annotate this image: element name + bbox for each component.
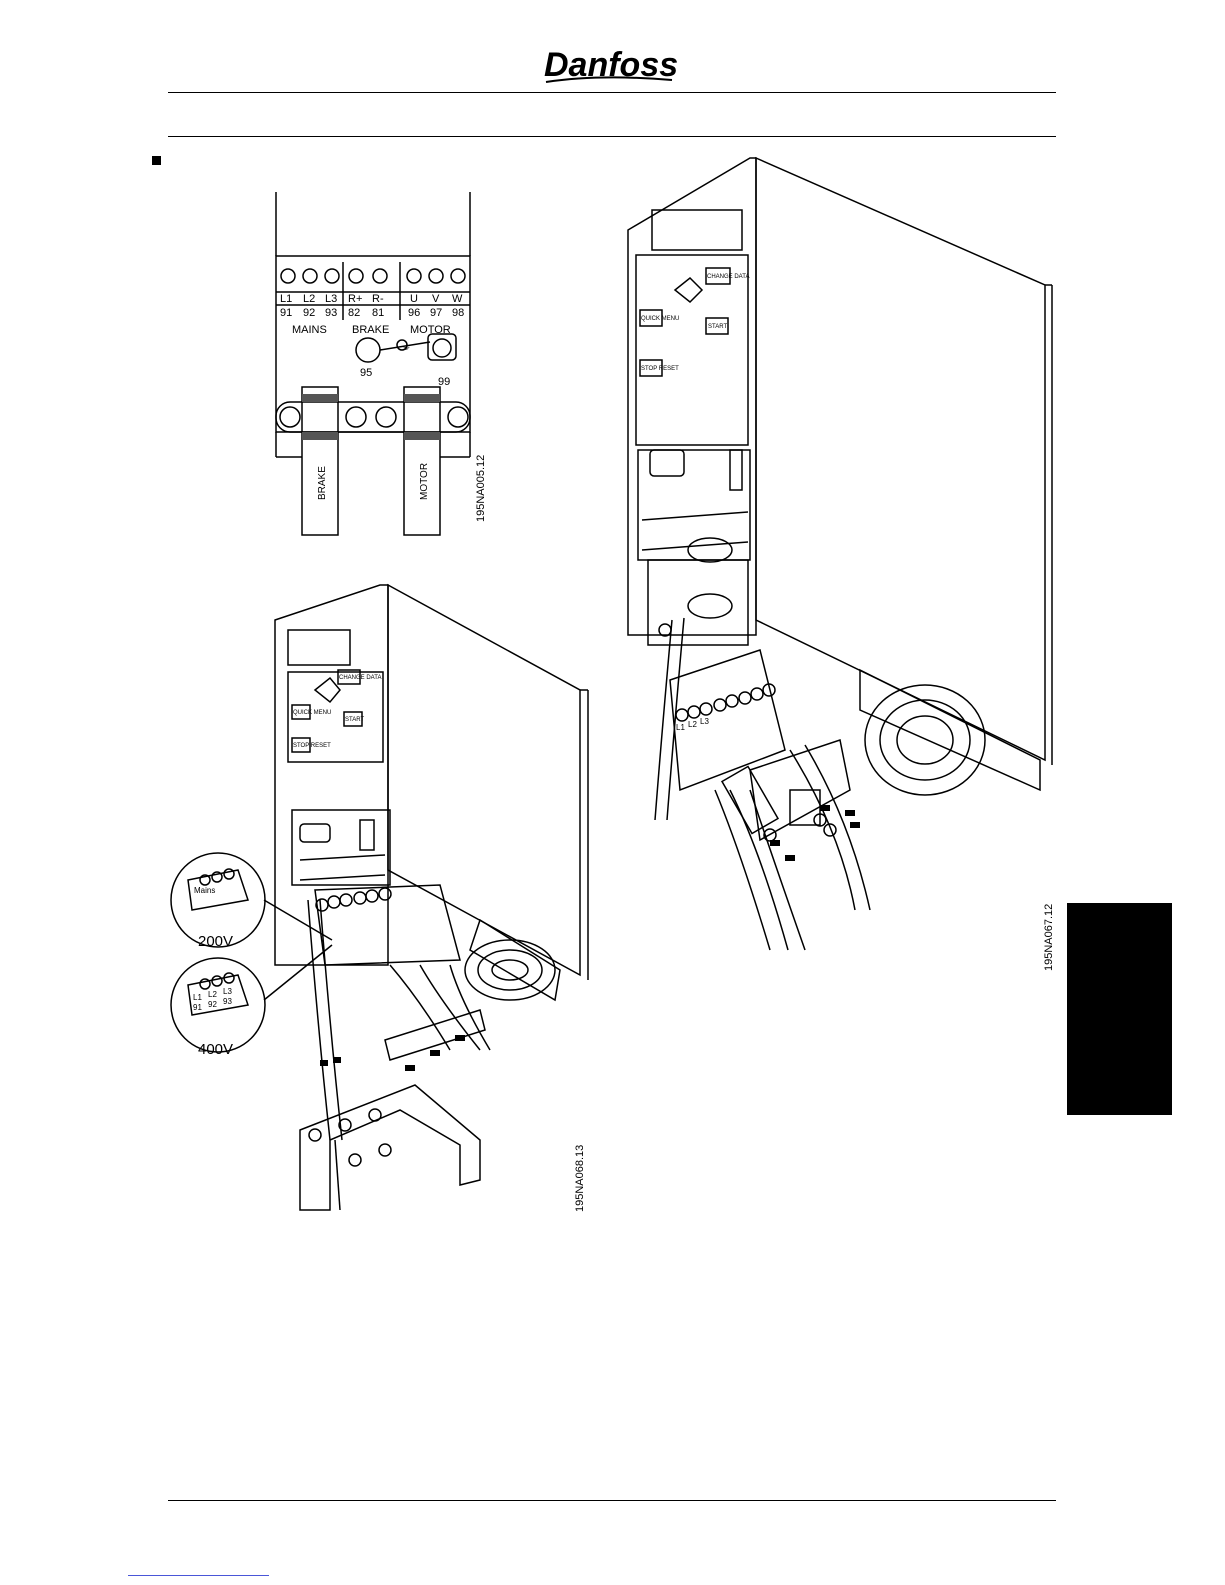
large-unit-illustration: QUICK MENU CHANGE DATA START STOP RESET … bbox=[620, 150, 1060, 970]
terminal-number-93: 93 bbox=[325, 307, 337, 319]
start-button: START bbox=[708, 324, 727, 330]
small-unit-illustration: QUICK MENU CHANGE DATA START STOP RESET … bbox=[160, 580, 600, 1220]
change-data-button: CHANGE DATA bbox=[339, 675, 381, 681]
figure-code-large-unit: 195NA067.12 bbox=[1043, 904, 1055, 971]
danfoss-logo: Danfoss bbox=[540, 38, 680, 88]
square-bullet-icon bbox=[152, 156, 161, 165]
stop-reset-button: STOP RESET bbox=[293, 743, 331, 749]
terminal-L1: L1 bbox=[280, 293, 292, 305]
terminal-number-91: 91 bbox=[280, 307, 292, 319]
terminal-L3: L3 bbox=[325, 293, 337, 305]
figure-code-terminal: 195NA005.12 bbox=[475, 455, 487, 522]
terminal-R-minus: R- bbox=[372, 293, 384, 305]
ground-number-95: 95 bbox=[360, 367, 372, 379]
inset-200v-mains-label: Mains bbox=[194, 886, 215, 895]
figure-code-small-unit: 195NA068.13 bbox=[574, 1145, 586, 1212]
section-tab bbox=[1067, 903, 1172, 1115]
terminal-diagram: L1 L2 L3 R+ R- U V W 91 92 93 82 81 96 9… bbox=[270, 192, 490, 542]
footer-rule bbox=[168, 1500, 1056, 1501]
large-terminal-L3: L3 bbox=[700, 717, 709, 726]
header-rule-top bbox=[168, 92, 1056, 93]
start-button: START bbox=[345, 717, 364, 723]
inset-400v-number-92: 92 bbox=[208, 1000, 217, 1009]
terminal-number-97: 97 bbox=[430, 307, 442, 319]
quick-menu-button: QUICK MENU bbox=[293, 710, 331, 716]
terminal-W: W bbox=[452, 293, 463, 305]
terminal-number-81: 81 bbox=[372, 307, 384, 319]
terminal-V: V bbox=[432, 293, 440, 305]
ground-symbol-icon: ⏚ bbox=[402, 342, 411, 352]
terminal-number-98: 98 bbox=[452, 307, 464, 319]
terminal-R-plus: R+ bbox=[348, 293, 362, 305]
terminal-number-82: 82 bbox=[348, 307, 360, 319]
group-label-mains: MAINS bbox=[292, 324, 327, 336]
cable-label-motor: MOTOR bbox=[419, 463, 430, 500]
terminal-number-92: 92 bbox=[303, 307, 315, 319]
inset-200v-label: 200V bbox=[198, 933, 233, 950]
inset-400v-terminal-L2: L2 bbox=[208, 990, 217, 999]
footer-link-underline bbox=[128, 1575, 269, 1576]
inset-400v-number-91: 91 bbox=[193, 1003, 202, 1012]
terminal-L2: L2 bbox=[303, 293, 315, 305]
terminal-U: U bbox=[410, 293, 418, 305]
large-terminal-L1: L1 bbox=[676, 723, 685, 732]
header-rule-bottom bbox=[168, 136, 1056, 137]
large-terminal-L2: L2 bbox=[688, 720, 697, 729]
group-label-motor: MOTOR bbox=[410, 324, 451, 336]
cable-label-brake: BRAKE bbox=[317, 466, 328, 500]
group-label-brake: BRAKE bbox=[352, 324, 389, 336]
ground-number-99: 99 bbox=[438, 376, 450, 388]
inset-400v-label: 400V bbox=[198, 1041, 233, 1058]
inset-400v-terminal-L3: L3 bbox=[223, 987, 232, 996]
stop-reset-button: STOP RESET bbox=[641, 366, 679, 372]
inset-400v-terminal-L1: L1 bbox=[193, 993, 202, 1002]
figure-code-large-unit-wrap: 195NA067.12 bbox=[1038, 895, 1058, 975]
terminal-number-96: 96 bbox=[408, 307, 420, 319]
inset-400v-number-93: 93 bbox=[223, 997, 232, 1006]
quick-menu-button: QUICK MENU bbox=[641, 316, 679, 322]
change-data-button: CHANGE DATA bbox=[707, 274, 749, 280]
